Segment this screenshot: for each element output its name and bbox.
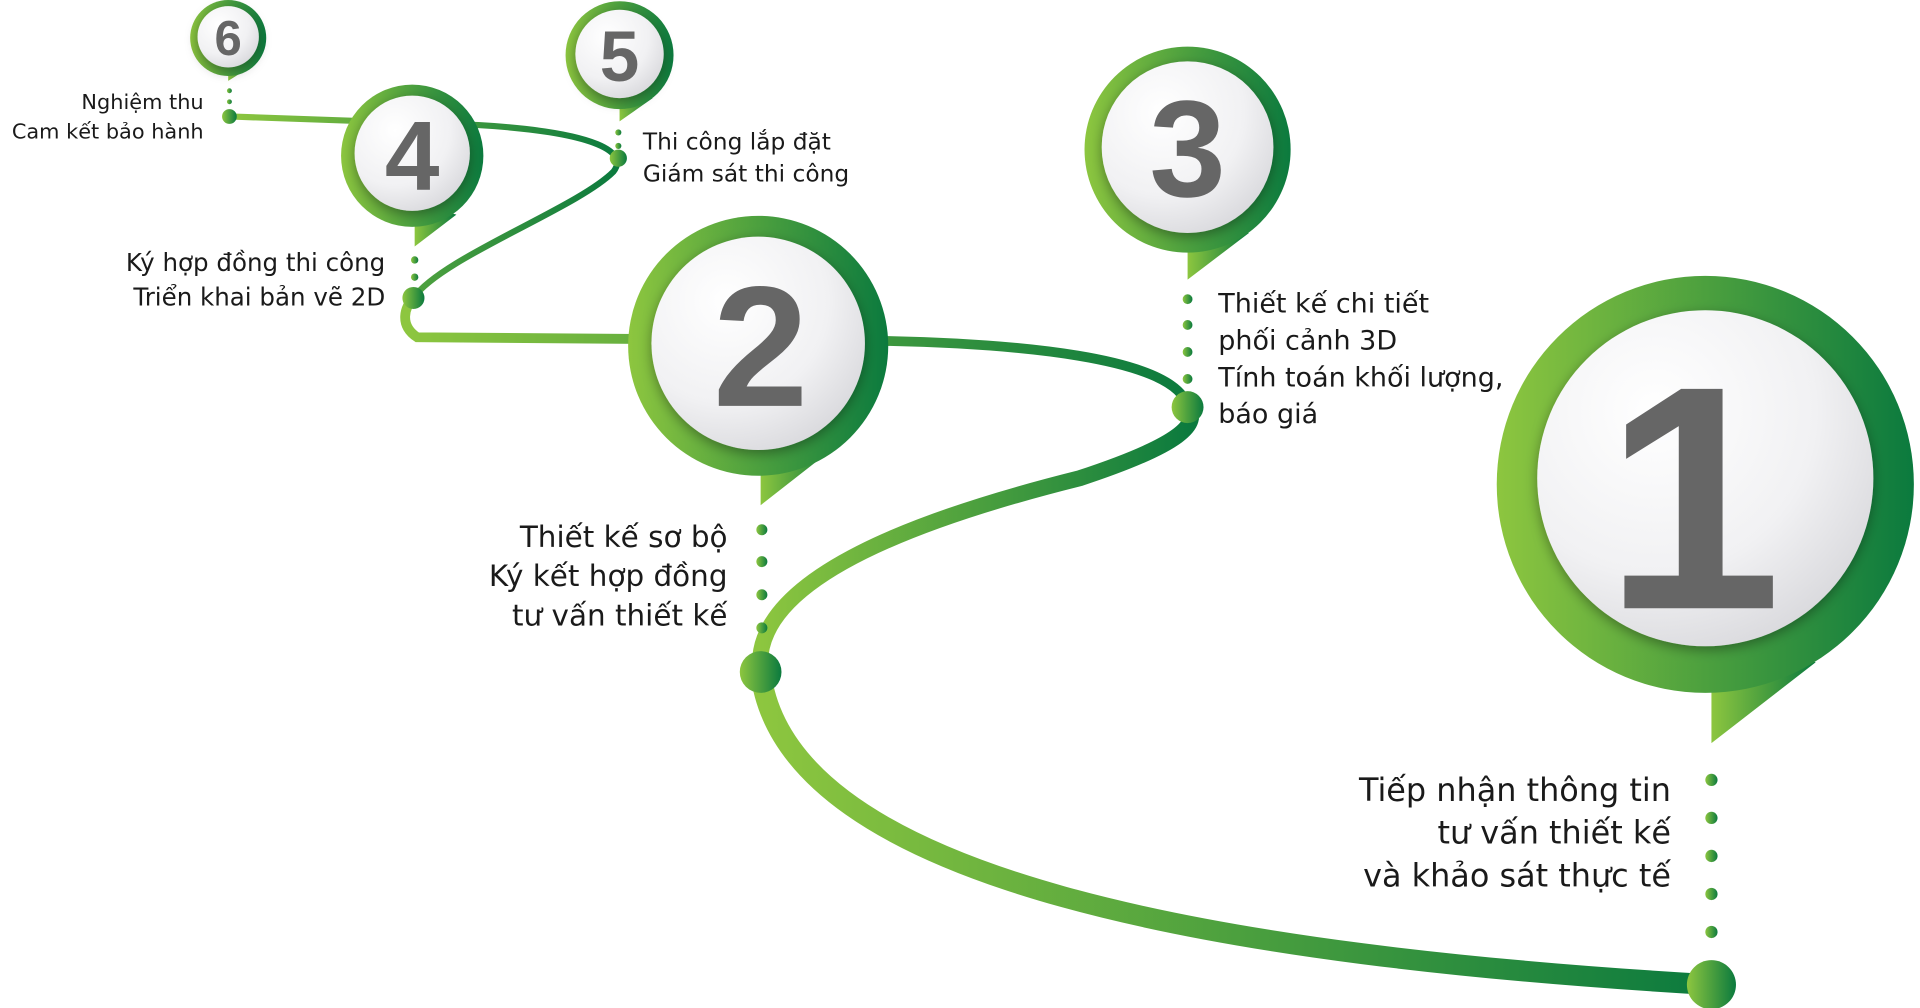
- step-number-3: 3: [1149, 73, 1225, 226]
- step-number-5: 5: [600, 18, 640, 97]
- step-3-line: Thiết kế chi tiết: [1217, 289, 1429, 320]
- step-4-label: Ký hợp đồng thi công Triển khai bản vẽ 2…: [126, 248, 385, 311]
- pin-6: 6: [190, 0, 267, 81]
- step-4-line: Triển khai bản vẽ 2D: [132, 282, 385, 311]
- step-number-2: 2: [713, 252, 809, 443]
- step-3-line: báo giá: [1218, 399, 1318, 430]
- pin-3: 3: [1084, 46, 1291, 280]
- step-number-4: 4: [385, 101, 440, 211]
- pin-2: 2: [628, 215, 889, 506]
- step-6-line: Nghiệm thu: [81, 90, 203, 114]
- step-1-line: Tiếp nhận thông tin: [1358, 771, 1671, 809]
- node-5: [609, 149, 627, 167]
- node-2: [739, 651, 782, 693]
- node-3: [1171, 391, 1204, 424]
- dotted-connectors: [226, 88, 1718, 939]
- node-6: [222, 109, 237, 124]
- step-5-label: Thi công lắp đặt Giám sát thi công: [642, 129, 849, 188]
- step-4-line: Ký hợp đồng thi công: [126, 248, 385, 277]
- pin-5: 5: [565, 1, 674, 122]
- step-3-line: Tính toán khối lượng,: [1217, 362, 1503, 393]
- step-number-1: 1: [1604, 319, 1781, 676]
- node-1: [1686, 960, 1736, 1008]
- step-1-line: tư vấn thiết kế: [1437, 814, 1671, 852]
- path-nodes: [222, 109, 1736, 1008]
- step-2-line: tư vấn thiết kế: [512, 598, 728, 632]
- step-2-line: Ký kết hợp đồng: [489, 559, 728, 593]
- step-5-line: Thi công lắp đặt: [642, 129, 831, 156]
- step-6-line: Cam kết bảo hành: [12, 120, 204, 144]
- node-4: [402, 286, 425, 310]
- step-2-label: Thiết kế sơ bộ Ký kết hợp đồng tư vấn th…: [489, 520, 729, 632]
- step-number-6: 6: [215, 12, 242, 66]
- pin-1: 1: [1496, 275, 1914, 744]
- step-5-line: Giám sát thi công: [643, 160, 849, 187]
- step-1-line: và khảo sát thực tế: [1363, 857, 1671, 895]
- step-1-label: Tiếp nhận thông tin tư vấn thiết kế và k…: [1358, 771, 1671, 895]
- pin-4: 4: [341, 84, 484, 247]
- road-path: [226, 113, 1722, 996]
- step-2-line: Thiết kế sơ bộ: [519, 520, 728, 554]
- step-3-line: phối cảnh 3D: [1218, 325, 1397, 356]
- step-3-label: Thiết kế chi tiết phối cảnh 3D Tính toán…: [1217, 289, 1503, 430]
- step-6-label: Nghiệm thu Cam kết bảo hành: [12, 90, 204, 143]
